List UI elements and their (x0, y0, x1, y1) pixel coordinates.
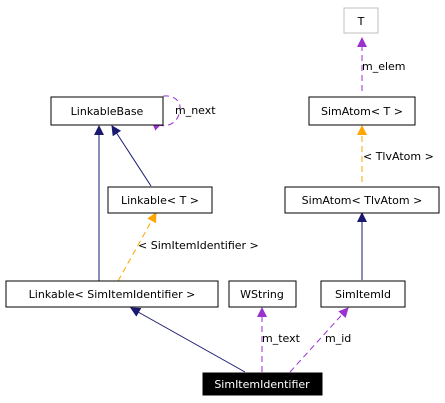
node-sim-atom-tlv[interactable]: SimAtom< TlvAtom > (284, 186, 440, 214)
svg-text:Linkable< SimItemIdentifier >: Linkable< SimItemIdentifier > (29, 288, 196, 301)
edge-label-tlv-atom: < TlvAtom > (363, 150, 434, 163)
svg-text:SimAtom< TlvAtom >: SimAtom< TlvAtom > (302, 194, 423, 207)
svg-text:SimItemId: SimItemId (335, 288, 391, 301)
svg-text:LinkableBase: LinkableBase (71, 105, 144, 118)
edge-sim-item-identifier-param (117, 212, 157, 282)
edge-linkable-t-inherit (111, 125, 152, 187)
edge-m-id (289, 307, 349, 373)
edge-label-sim-item-identifier-param: < SimItemIdentifier > (138, 239, 259, 252)
edge-label-m-text: m_text (262, 332, 301, 345)
node-t[interactable]: T (343, 7, 379, 34)
node-linkable-base[interactable]: LinkableBase (50, 96, 164, 126)
svg-text:Linkable< T >: Linkable< T > (121, 194, 199, 207)
node-sim-atom-t[interactable]: SimAtom< T > (308, 96, 416, 126)
node-linkable-t[interactable]: Linkable< T > (107, 186, 213, 214)
svg-text:SimItemIdentifier: SimItemIdentifier (214, 378, 310, 391)
node-wstring[interactable]: WString (228, 280, 297, 308)
edge-label-m-id: m_id (325, 332, 351, 345)
edge-label-m-elem: m_elem (362, 60, 406, 73)
node-sim-item-id[interactable]: SimItemId (320, 280, 406, 308)
node-linkable-sim-item-identifier[interactable]: Linkable< SimItemIdentifier > (5, 280, 219, 308)
edge-identifier-inherit (130, 307, 246, 373)
edge-label-m-next: m_next (175, 104, 216, 117)
svg-text:T: T (357, 15, 365, 28)
node-sim-item-identifier[interactable]: SimItemIdentifier (202, 372, 323, 396)
svg-text:WString: WString (240, 288, 284, 301)
svg-text:SimAtom< T >: SimAtom< T > (321, 105, 403, 118)
